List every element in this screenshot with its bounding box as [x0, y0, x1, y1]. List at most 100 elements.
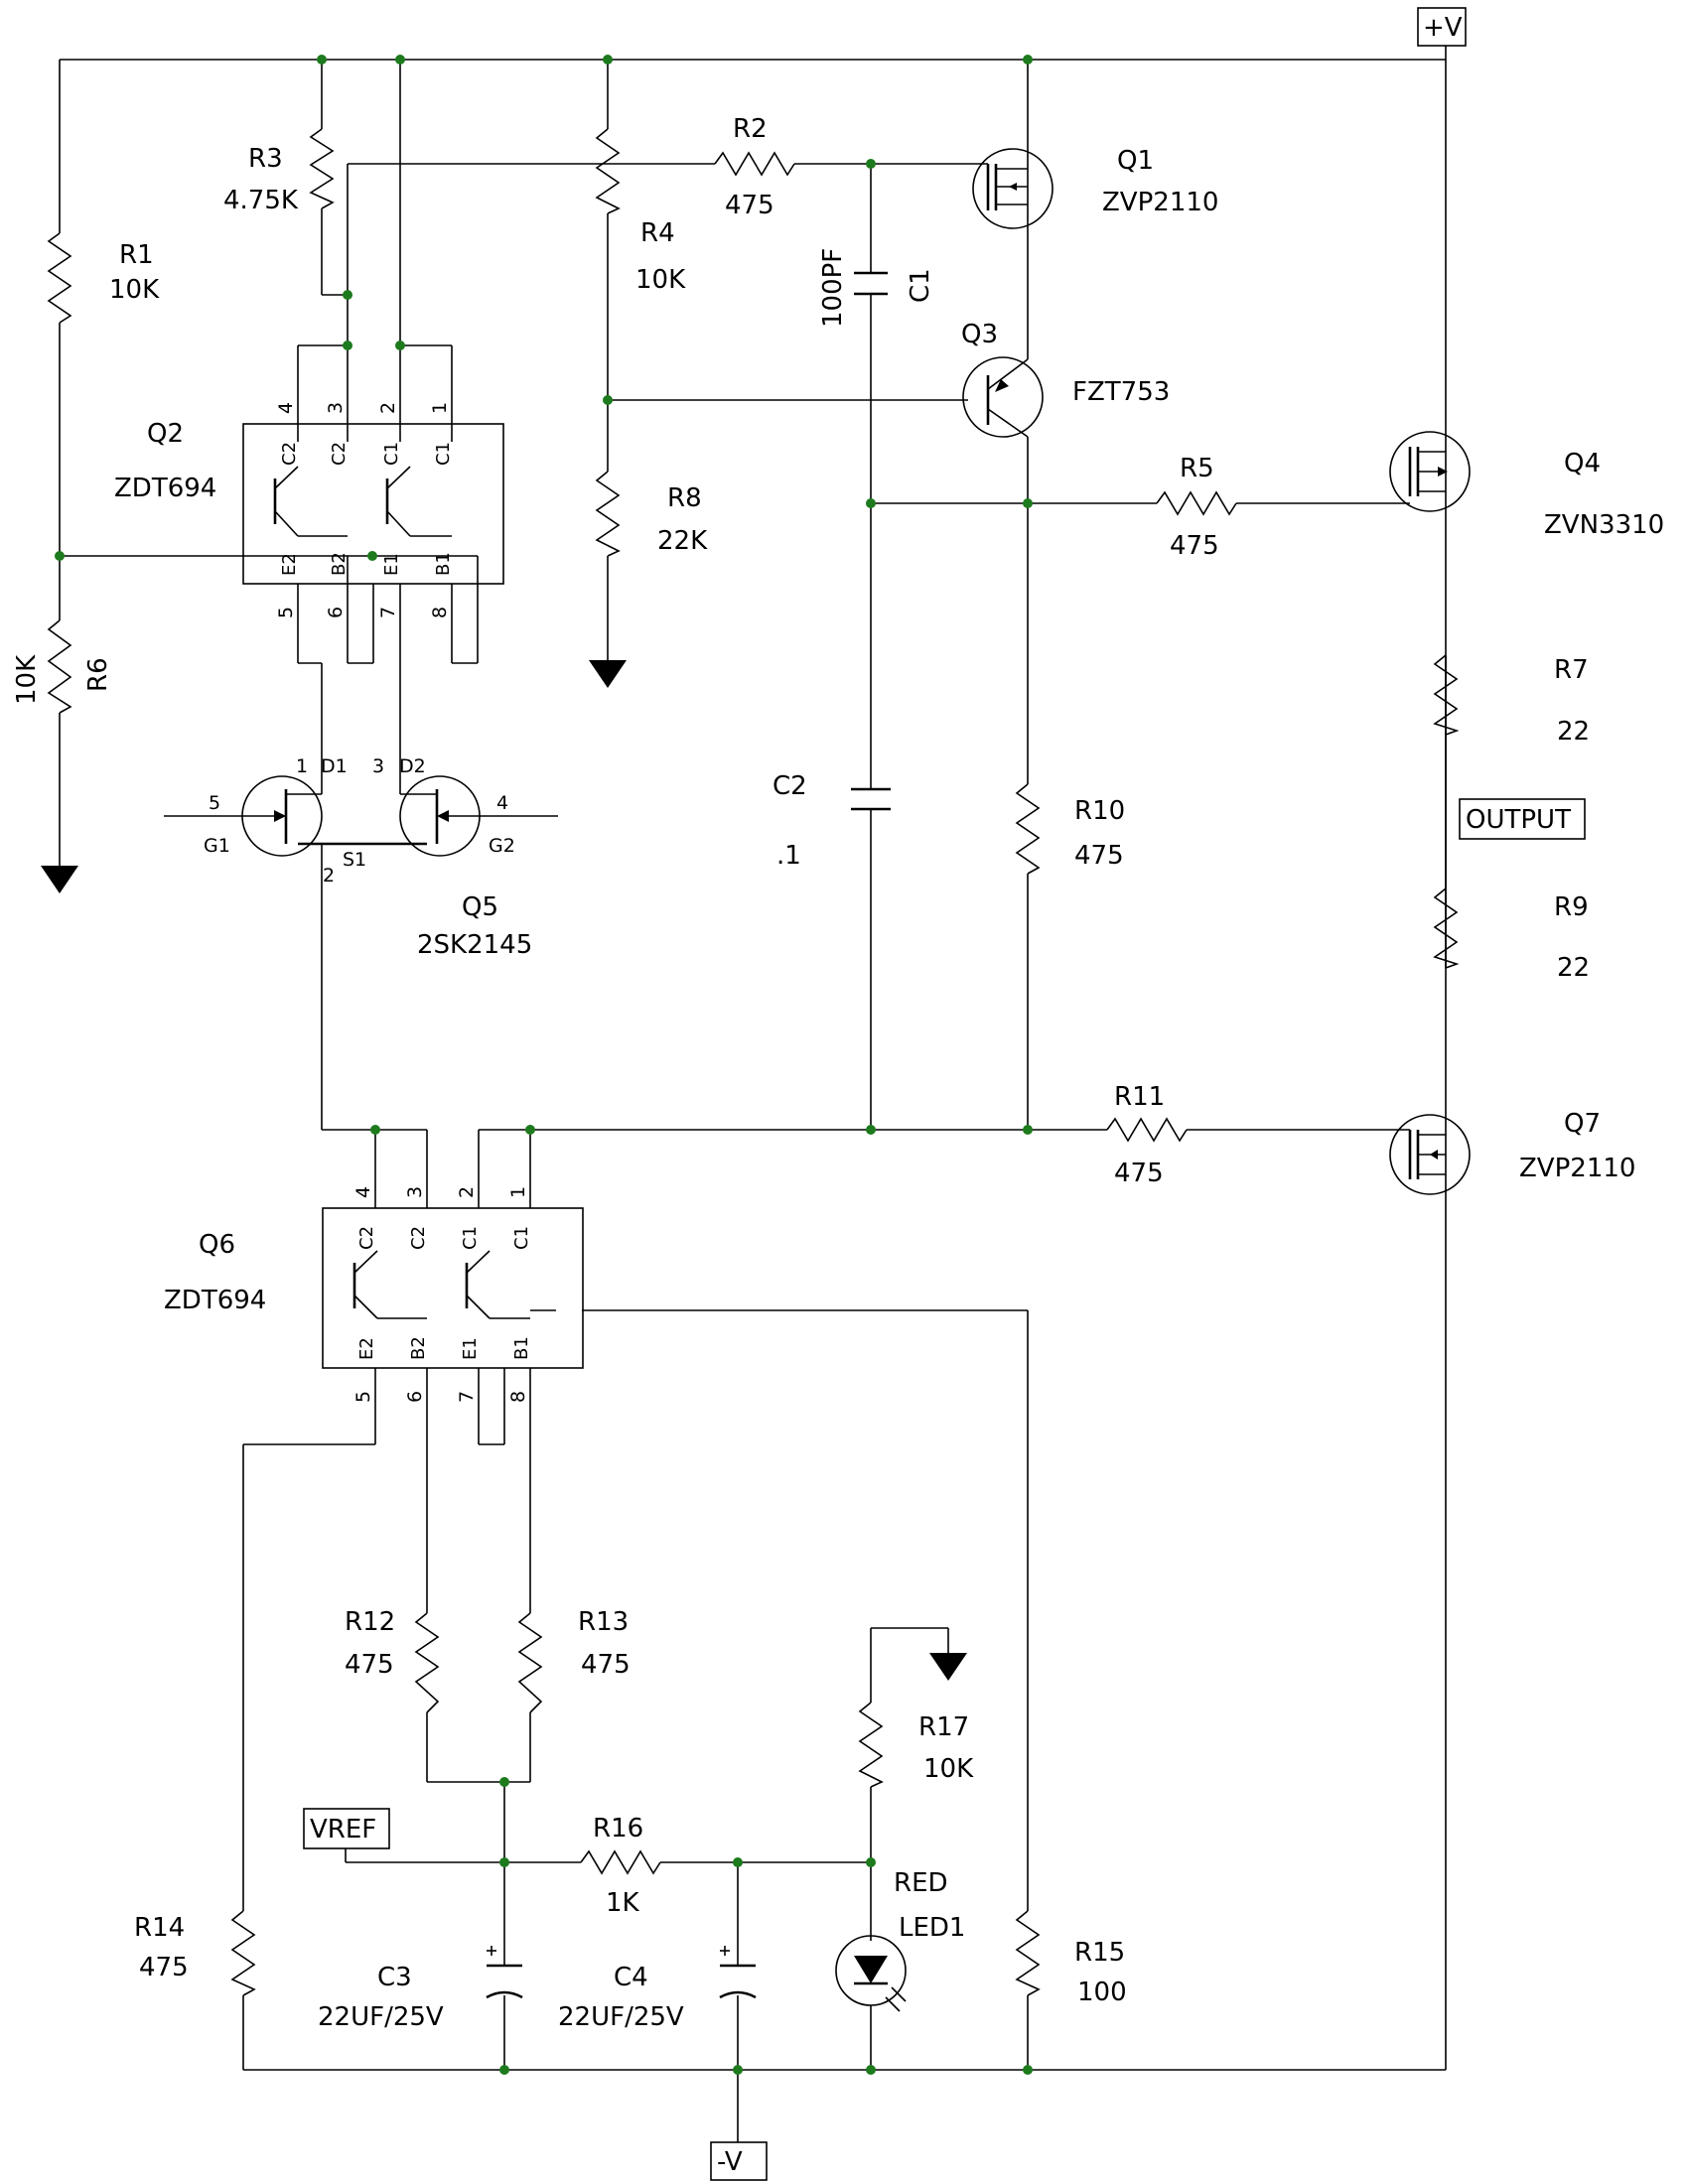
r14-ref: R14 [134, 1913, 185, 1943]
q5-pin-s-number: 2 [323, 865, 335, 887]
r2-value: 475 [725, 191, 774, 220]
q2-pin-name: E2 [279, 553, 300, 576]
r7-body [1433, 654, 1460, 736]
c1-ref: C1 [906, 268, 935, 303]
q5-pin-g1-name: G1 [204, 835, 230, 857]
q2-pin-name: B1 [433, 552, 454, 576]
c4-ref: C4 [614, 1963, 648, 1992]
q6-pin-name: E1 [460, 1337, 481, 1360]
q6-pin-name: B2 [408, 1336, 429, 1360]
ports: +V OUTPUT VREF -V [303, 7, 1586, 2181]
q6-ref: Q6 [199, 1230, 235, 1260]
r17-body [858, 1702, 884, 1788]
q5-ref: Q5 [462, 892, 498, 922]
r2-body [714, 151, 795, 177]
c2-symbol [851, 787, 891, 811]
q4-value: ZVN3310 [1544, 510, 1664, 540]
q6-value: ZDT694 [164, 1286, 266, 1315]
r14-value: 475 [139, 1953, 189, 1982]
r7-value: 22 [1557, 717, 1590, 747]
port-vref: VREF [310, 1815, 376, 1844]
led1-ref: LED1 [899, 1913, 965, 1943]
r6-ref: R6 [83, 657, 113, 692]
q2-pin-name: C2 [279, 442, 300, 466]
q3-bjt-icon [962, 356, 1044, 438]
q1-value: ZVP2110 [1102, 188, 1218, 217]
r1-body [47, 232, 72, 324]
q5-pin-d1-name: D1 [321, 755, 348, 777]
r15-body [1015, 1910, 1041, 1996]
c4-symbol [719, 1946, 757, 1999]
q5-value: 2SK2145 [417, 930, 532, 960]
r4-value: 10K [635, 265, 686, 295]
c2-ref: C2 [773, 771, 807, 801]
q2-pin-name: C1 [433, 442, 454, 466]
q2-pin-number: 5 [275, 607, 297, 618]
r16-value: 1K [606, 1888, 640, 1918]
r12-value: 475 [345, 1650, 394, 1680]
q6-pin-number: 4 [352, 1186, 374, 1198]
r6-body [47, 619, 72, 714]
r16-ref: R16 [593, 1814, 643, 1843]
capacitors [486, 271, 891, 1999]
q6-pin-name: C1 [511, 1226, 532, 1250]
q1-ref: Q1 [1117, 146, 1154, 176]
led1-icon [835, 1935, 907, 2012]
r15-ref: R15 [1074, 1938, 1125, 1968]
r8-value: 22K [657, 526, 708, 556]
q2-pin-name: C1 [381, 442, 402, 466]
q4-mosfet-icon [1389, 431, 1471, 512]
q6-pin-number: 6 [404, 1391, 426, 1403]
q2-pin-name: C2 [329, 442, 350, 466]
q4-ref: Q4 [1564, 449, 1601, 478]
c1-value: 100PF [818, 248, 848, 328]
q7-ref: Q7 [1564, 1109, 1601, 1139]
q2-pin-number: 4 [275, 402, 297, 414]
q6-pin-name: C2 [408, 1226, 429, 1250]
port-output: OUTPUT [1466, 805, 1571, 835]
q2-pin-number: 6 [325, 607, 347, 618]
r11-value: 475 [1114, 1159, 1164, 1188]
q6-pin-number: 1 [507, 1186, 529, 1198]
r5-body [1156, 490, 1237, 516]
q6-pin-number: 2 [456, 1186, 478, 1198]
led1-value: RED [894, 1868, 948, 1898]
q5-pin-g1-number: 5 [209, 792, 220, 814]
r13-body [517, 1612, 543, 1713]
r14-body [230, 1910, 256, 1996]
c4-value: 22UF/25V [558, 2002, 684, 2032]
q6-pin-name: C1 [460, 1226, 481, 1250]
transistors [241, 148, 1471, 2012]
q5-dual-jfet-icon [241, 757, 487, 862]
q5-pin-s1-name: S1 [343, 849, 366, 871]
c2-value: .1 [776, 841, 801, 871]
grounds [41, 660, 967, 1681]
r12-body [414, 1612, 440, 1713]
c3-value: 22UF/25V [318, 2002, 444, 2032]
r7-ref: R7 [1554, 655, 1589, 685]
r9-body [1433, 887, 1460, 969]
q6-pin-number: 5 [352, 1391, 374, 1403]
q2-pin-name: E1 [381, 553, 402, 576]
r13-ref: R13 [578, 1607, 629, 1637]
q6-pin-number: 3 [404, 1186, 426, 1198]
q2-package [242, 423, 504, 585]
r2-ref: R2 [733, 114, 768, 144]
r11-ref: R11 [1114, 1082, 1165, 1112]
q5-pin-d1-number: 1 [296, 755, 308, 777]
wires [59, 38, 1447, 2144]
r6-value: 10K [12, 654, 42, 705]
r3-ref: R3 [248, 144, 283, 174]
c3-symbol [486, 1946, 523, 1999]
q2-ref: Q2 [147, 419, 184, 449]
r17-value: 10K [923, 1754, 974, 1784]
r10-ref: R10 [1074, 796, 1125, 826]
q2-pin-number: 8 [429, 607, 451, 618]
resistors [47, 128, 1460, 1996]
c3-ref: C3 [377, 1963, 412, 1992]
port-vplus: +V [1423, 13, 1463, 43]
r10-body [1015, 783, 1041, 875]
q7-mosfet-icon [1389, 1114, 1471, 1195]
